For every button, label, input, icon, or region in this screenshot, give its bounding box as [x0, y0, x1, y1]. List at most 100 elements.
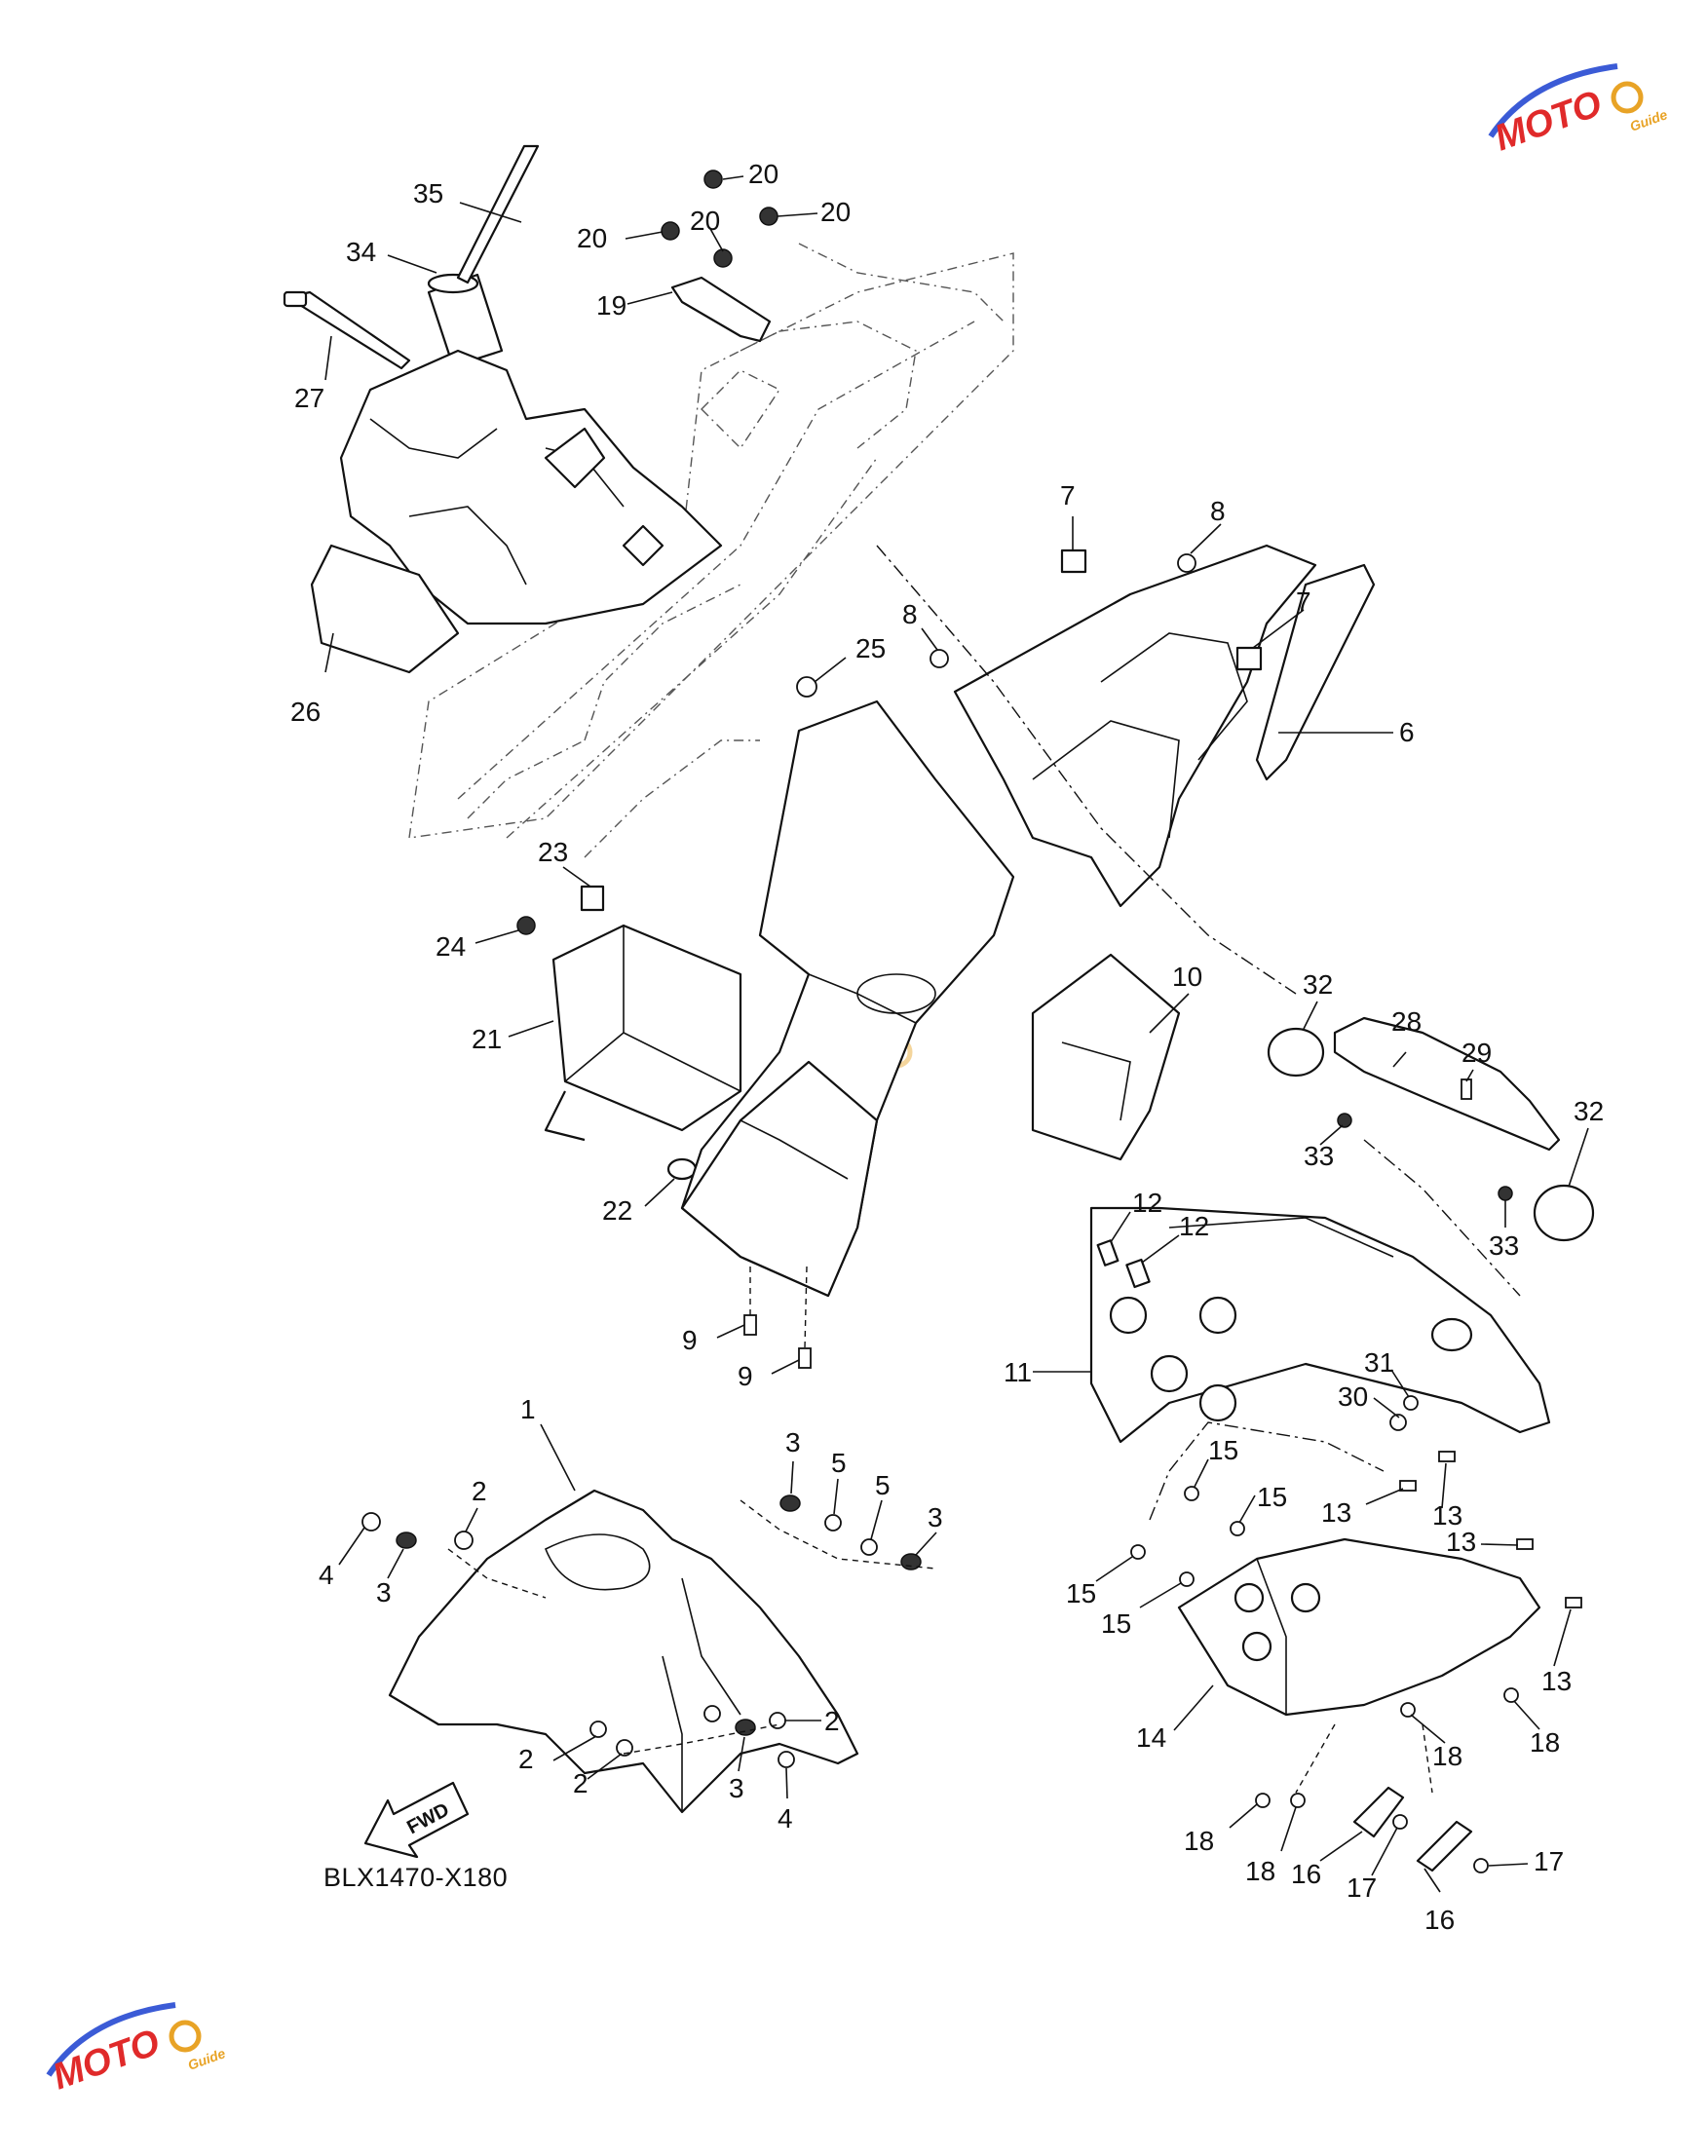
parts-12	[1096, 1239, 1151, 1289]
callout-3c: 3	[928, 1502, 943, 1532]
callout-21: 21	[472, 1024, 502, 1054]
callout-2c: 2	[518, 1744, 534, 1774]
callout-22: 22	[602, 1195, 632, 1226]
front-fender-hardware	[361, 1494, 922, 1768]
reflectors-32	[1267, 1027, 1595, 1242]
callout-3d: 3	[729, 1773, 744, 1803]
callout-2a: 2	[472, 1476, 487, 1506]
callout-30: 30	[1338, 1381, 1368, 1412]
callout-7b: 7	[1296, 586, 1311, 617]
callout-9a: 9	[682, 1325, 698, 1355]
callout-29: 29	[1461, 1038, 1492, 1068]
callout-24: 24	[436, 931, 466, 962]
callout-12a: 12	[1132, 1188, 1162, 1218]
callout-13c: 13	[1446, 1527, 1476, 1557]
part-10-panel	[1031, 953, 1181, 1161]
clips-7	[1060, 548, 1263, 671]
callout-16b: 16	[1424, 1905, 1455, 1935]
callout-32a: 32	[1303, 969, 1333, 1000]
part-14-rear-flap	[1177, 1537, 1541, 1717]
callout-20b: 20	[577, 223, 607, 253]
callout-8b: 8	[902, 599, 918, 629]
callout-26: 26	[290, 697, 321, 727]
callout-7a: 7	[1060, 480, 1076, 511]
part-11-license-holder	[1089, 1206, 1551, 1444]
inner-fender-tray	[680, 700, 1015, 1298]
brackets-16	[1352, 1786, 1473, 1872]
svg-text:MOTO: MOTO	[48, 2022, 166, 2098]
callout-15d: 15	[1101, 1608, 1131, 1639]
clips-13	[1399, 1451, 1582, 1608]
callout-2d: 2	[573, 1768, 588, 1798]
caps-15	[1130, 1486, 1245, 1587]
part-26-seat-tray	[310, 349, 723, 674]
callout-34: 34	[346, 237, 376, 267]
callout-9b: 9	[738, 1361, 753, 1391]
callout-35: 35	[413, 178, 443, 208]
callout-20a: 20	[748, 159, 778, 189]
callout-3b: 3	[785, 1427, 801, 1457]
callout-20d: 20	[820, 197, 851, 227]
bolts-17-18	[1255, 1687, 1519, 1873]
callout-32b: 32	[1574, 1096, 1604, 1126]
callout-12b: 12	[1179, 1211, 1209, 1241]
callout-4a: 4	[319, 1560, 334, 1590]
parts-30-31	[1389, 1395, 1419, 1431]
part-21-battery-box	[544, 924, 742, 1142]
watermark-logo-bottom: MOTO Guide	[46, 2002, 228, 2098]
part-19-bracket	[670, 276, 772, 343]
callout-20c: 20	[690, 206, 720, 236]
callout-15a: 15	[1208, 1435, 1238, 1465]
callout-23: 23	[538, 837, 568, 867]
callouts: 35 34 27 26 20 20 20 20 19 7 8 8 7 6 25 …	[290, 159, 1604, 1935]
callout-13b: 13	[1432, 1500, 1462, 1531]
callout-31: 31	[1364, 1347, 1394, 1378]
watermark-logo-top: MOTO Guide	[1488, 63, 1670, 159]
screw-29	[1461, 1078, 1472, 1100]
callout-28: 28	[1391, 1006, 1422, 1037]
callout-4b: 4	[778, 1803, 793, 1834]
screws-8	[930, 553, 1196, 668]
callout-2b: 2	[824, 1706, 840, 1736]
callout-16a: 16	[1291, 1859, 1321, 1889]
callout-13a: 13	[1321, 1497, 1351, 1528]
callout-18c: 18	[1184, 1826, 1214, 1856]
callout-6: 6	[1399, 717, 1415, 747]
callout-15c: 15	[1066, 1578, 1096, 1608]
part-28-bracket	[1333, 1016, 1561, 1152]
svg-text:MOTO: MOTO	[1490, 83, 1608, 159]
callout-10: 10	[1172, 962, 1202, 992]
callout-25: 25	[855, 633, 886, 663]
fwd-arrow-icon: FWD	[363, 1781, 470, 1859]
part-23-clip	[580, 885, 605, 912]
callout-8a: 8	[1210, 496, 1226, 526]
nuts-20	[661, 170, 778, 268]
nuts-33	[1337, 1113, 1513, 1201]
callout-3a: 3	[376, 1577, 392, 1608]
callout-27: 27	[294, 383, 324, 413]
assembly-lines	[447, 545, 1521, 1794]
callout-19: 19	[596, 290, 626, 321]
callout-17b: 17	[1534, 1846, 1564, 1876]
leader-lines	[324, 175, 1589, 1893]
callout-18b: 18	[1530, 1727, 1560, 1758]
part-25-screw	[796, 676, 817, 698]
part-22-grommet	[666, 1157, 698, 1181]
frame-outline	[408, 243, 1014, 858]
callout-11: 11	[1004, 1357, 1032, 1387]
callout-5b: 5	[875, 1470, 891, 1500]
callout-17a: 17	[1347, 1872, 1377, 1903]
callout-14: 14	[1136, 1722, 1166, 1753]
callout-5a: 5	[831, 1448, 847, 1478]
part-6-rear-cowl	[953, 544, 1376, 908]
callout-15b: 15	[1257, 1482, 1287, 1512]
part-24-nut	[516, 916, 536, 935]
callout-13d: 13	[1541, 1666, 1572, 1696]
bolts-9	[743, 1314, 812, 1369]
part-34-handle	[427, 273, 504, 368]
callout-18a: 18	[1432, 1741, 1462, 1771]
callout-18d: 18	[1245, 1856, 1275, 1886]
part-27-strap	[283, 290, 411, 370]
diagram-code: BLX1470-X180	[323, 1863, 509, 1892]
